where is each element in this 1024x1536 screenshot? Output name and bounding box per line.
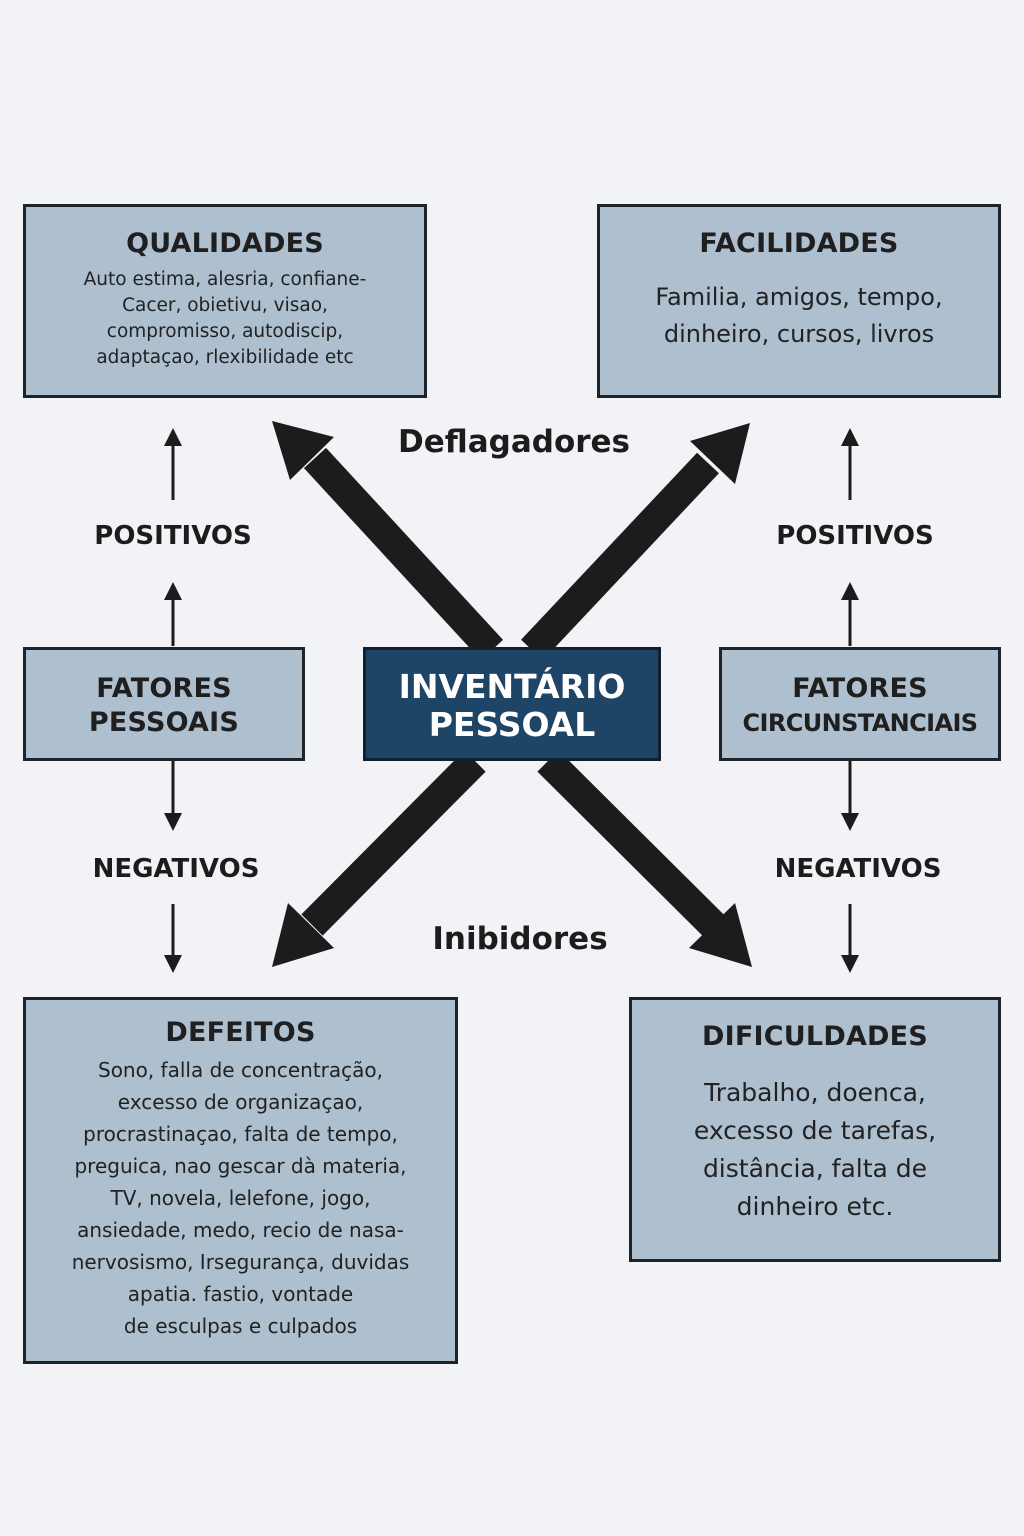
- thin-arrow-right-to-facilidades: [841, 428, 859, 500]
- fatores-circunstanciais-box: FATORES CIRCUNSTANCIAIS: [719, 647, 1001, 761]
- dificuldades-line: dinheiro etc.: [736, 1192, 894, 1221]
- inventario-pessoal-box: INVENTÁRIO PESSOAL: [363, 647, 661, 761]
- negativos-right-label: NEGATIVOS: [774, 854, 942, 884]
- qualidades-line: Cacer, obietivu, visao,: [122, 295, 328, 316]
- negativos-left-label: NEGATIVOS: [92, 854, 260, 884]
- defeitos-line: nervosismo, Irsegurança, duvidas: [71, 1250, 410, 1274]
- dificuldades-line: Trabalho, doenca,: [704, 1078, 926, 1107]
- fatores-pessoais-box: FATORES PESSOAIS: [23, 647, 305, 761]
- fatores-pessoais-line1: FATORES: [96, 673, 232, 704]
- defeitos-line: Sono, falla de concentração,: [98, 1058, 383, 1082]
- qualidades-text: Auto estima, alesria, confiane- Cacer, o…: [26, 267, 424, 371]
- defeitos-line: ansiedade, medo, recio de nasa-: [77, 1218, 404, 1242]
- thin-arrow-left-to-negativos: [164, 761, 182, 831]
- inventario-line2: PESSOAL: [428, 705, 596, 744]
- defeitos-box: DEFEITOS Sono, falla de concentração, ex…: [23, 997, 458, 1364]
- qualidades-title: QUALIDADES: [126, 228, 324, 259]
- thin-arrow-left-to-defeitos: [164, 904, 182, 973]
- defeitos-line: apatia. fastio, vontade: [127, 1282, 354, 1306]
- defeitos-line: procrastinaçao, falta de tempo,: [83, 1122, 398, 1146]
- facilidades-line: dinheiro, cursos, livros: [663, 320, 935, 348]
- inventario-line1: INVENTÁRIO: [398, 667, 626, 706]
- thin-arrow-left-to-qualidades: [164, 428, 182, 500]
- big-arrow-up-right: [521, 423, 750, 661]
- thin-arrow-right-to-dificuldades: [841, 904, 859, 973]
- big-arrow-down-left: [272, 750, 486, 967]
- defeitos-line: excesso de organizaçao,: [117, 1090, 364, 1114]
- positivos-left-label: POSITIVOS: [94, 521, 252, 551]
- defeitos-line: TV, novela, lelefone, jogo,: [110, 1186, 371, 1210]
- defeitos-line: de esculpas e culpados: [123, 1314, 358, 1338]
- defeitos-line: preguica, nao gescar dà materia,: [74, 1154, 407, 1178]
- positivos-right-label: POSITIVOS: [776, 521, 934, 551]
- big-arrow-down-right: [537, 750, 752, 967]
- dificuldades-text: Trabalho, doenca, excesso de tarefas, di…: [632, 1074, 998, 1226]
- qualidades-line: compromisso, autodiscip,: [106, 321, 344, 342]
- dificuldades-title: DIFICULDADES: [702, 1021, 928, 1052]
- facilidades-text: Familia, amigos, tempo, dinheiro, cursos…: [600, 279, 998, 353]
- qualidades-line: Auto estima, alesria, confiane-: [83, 269, 367, 290]
- dificuldades-box: DIFICULDADES Trabalho, doenca, excesso d…: [629, 997, 1001, 1262]
- deflagradores-label: Deflagadores: [397, 424, 630, 460]
- facilidades-title: FACILIDADES: [699, 228, 899, 259]
- thin-arrow-right-to-positivos: [841, 582, 859, 646]
- defeitos-text: Sono, falla de concentração, excesso de …: [26, 1054, 455, 1342]
- fatores-circunstanciais-line1: FATORES: [792, 673, 928, 704]
- dificuldades-line: excesso de tarefas,: [693, 1116, 937, 1145]
- defeitos-title: DEFEITOS: [165, 1017, 316, 1048]
- facilidades-box: FACILIDADES Familia, amigos, tempo, dinh…: [597, 204, 1001, 398]
- thin-arrow-left-to-positivos: [164, 582, 182, 646]
- facilidades-line: Familia, amigos, tempo,: [655, 283, 943, 311]
- fatores-pessoais-line2: PESSOAIS: [88, 707, 240, 738]
- qualidades-box: QUALIDADES Auto estima, alesria, confian…: [23, 204, 427, 398]
- qualidades-line: adaptaçao, rlexibilidade etc: [96, 347, 354, 368]
- dificuldades-line: distância, falta de: [702, 1154, 928, 1183]
- big-arrow-up-left: [272, 421, 504, 661]
- inibidores-label: Inibidores: [432, 921, 608, 957]
- fatores-circunstanciais-line2: CIRCUNSTANCIAIS: [742, 709, 979, 737]
- thin-arrow-right-to-negativos: [841, 761, 859, 831]
